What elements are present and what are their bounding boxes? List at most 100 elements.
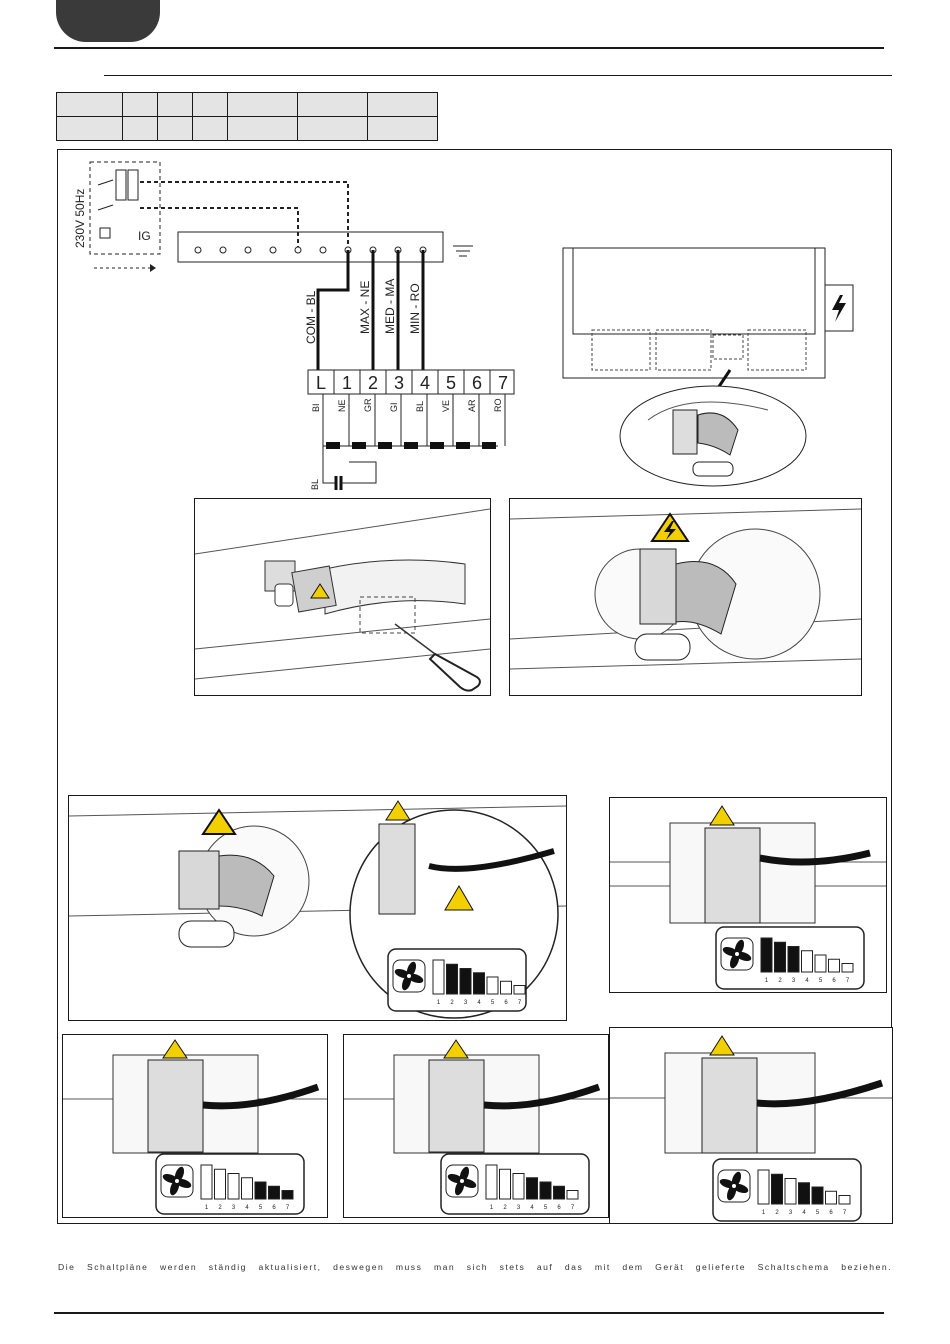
motor-wire-code: VE [441, 400, 451, 412]
wire-label-min: MIN - RO [408, 283, 422, 334]
terminal-7: 7 [498, 373, 508, 393]
speed-number: 7 [843, 1210, 847, 1216]
supply-voltage-label: 230V 50Hz [73, 189, 87, 248]
speed-bar-2 [446, 963, 458, 995]
speed-number: 2 [778, 978, 782, 984]
speed-number: 1 [765, 978, 769, 984]
speed-number: 1 [490, 1205, 494, 1211]
wiring-diagram-frame: 230V 50Hz IG COM - BL MAX - NE MED - MA … [57, 149, 893, 1224]
speed-number: 5 [816, 1210, 820, 1216]
wiring-schematic: 230V 50Hz IG COM - BL MAX - NE MED - MA … [73, 161, 515, 490]
speed-number: 6 [272, 1205, 276, 1211]
speed-bar-1 [485, 1164, 498, 1200]
speed-bar-5 [254, 1181, 267, 1200]
fan-icon [717, 1169, 751, 1203]
wire-label-max: MAX - NE [358, 281, 372, 334]
speed-bar-5 [539, 1181, 552, 1200]
unit-overview-drawing [562, 247, 854, 487]
speed-bar-3 [787, 946, 800, 973]
wire-label-com: COM - BL [304, 290, 318, 344]
speed-number: 5 [259, 1205, 263, 1211]
speed-bar-6 [500, 980, 512, 995]
speed-bar-3 [459, 968, 472, 995]
speed-bar-4 [473, 972, 485, 995]
terminal-5: 5 [446, 373, 456, 393]
speed-bar-6 [268, 1185, 280, 1200]
speed-number: 6 [504, 1000, 508, 1006]
table-row [56, 92, 438, 117]
speed-number: 7 [571, 1205, 575, 1211]
speed-number: 1 [762, 1210, 766, 1216]
table-row [56, 116, 438, 141]
subheader-rule [104, 75, 892, 76]
speed-number: 2 [450, 1000, 454, 1006]
wire-label-med: MED - MA [383, 279, 397, 334]
speed-bar-7 [838, 1195, 851, 1205]
capacitor-label: BL [310, 479, 320, 490]
speed-bar-5 [811, 1186, 824, 1205]
speed-bar-7 [513, 985, 526, 995]
fan-icon [445, 1164, 479, 1198]
header-rule [54, 47, 884, 49]
motor-wire-code: RO [493, 399, 503, 413]
footnote: Die Schaltpläne werden ständig aktualisi… [58, 1262, 892, 1272]
terminal-6: 6 [472, 373, 482, 393]
terminal-l: L [316, 373, 326, 393]
speed-number: 3 [232, 1205, 236, 1211]
speed-bar-7 [566, 1190, 579, 1200]
motor-wire-code: GR [363, 398, 373, 412]
speed-bar-7 [841, 963, 854, 973]
speed-bar-6 [828, 958, 840, 973]
speed-number: 2 [775, 1210, 779, 1216]
motor-wire-code: BI [311, 403, 321, 412]
section-tab-marker [56, 0, 160, 42]
speed-setting-panel: 1 2 3 4 5 6 7 [343, 1034, 609, 1218]
speed-number: 2 [218, 1205, 222, 1211]
installation-illustration-terminal-access [509, 498, 862, 696]
speed-bar-5 [814, 954, 827, 973]
speed-number: 4 [530, 1205, 534, 1211]
speed-number: 7 [846, 978, 850, 984]
speed-bar-2 [499, 1168, 511, 1200]
speed-bar-5 [486, 976, 499, 995]
motor-wire-code: NE [337, 399, 347, 412]
speed-bar-2 [771, 1173, 783, 1205]
footer-rule [54, 1312, 884, 1314]
speed-bar-3 [512, 1173, 525, 1200]
speed-number: 4 [477, 1000, 481, 1006]
speed-bar-4 [526, 1177, 538, 1200]
speed-number: 6 [829, 1210, 833, 1216]
fan-icon [160, 1164, 194, 1198]
motor-wire-code: GI [389, 402, 399, 412]
terminal-3: 3 [394, 373, 404, 393]
speed-setting-panel: 1 2 3 4 5 6 7 [609, 1027, 893, 1224]
speed-number: 3 [517, 1205, 521, 1211]
speed-number: 2 [503, 1205, 507, 1211]
speed-number: 5 [544, 1205, 548, 1211]
speed-bar-1 [432, 959, 445, 995]
fan-icon [720, 937, 754, 971]
speed-number: 1 [205, 1205, 209, 1211]
speed-bar-6 [553, 1185, 565, 1200]
installation-illustration-cover-removal [194, 498, 491, 696]
speed-number: 3 [789, 1210, 793, 1216]
speed-bar-1 [200, 1164, 213, 1200]
speed-number: 6 [832, 978, 836, 984]
speed-bar-7 [281, 1190, 294, 1200]
speed-bar-1 [760, 937, 773, 973]
terminal-1: 1 [342, 373, 352, 393]
speed-number: 4 [805, 978, 809, 984]
speed-number: 4 [802, 1210, 806, 1216]
controller-label: IG [138, 229, 151, 243]
speed-bar-2 [214, 1168, 226, 1200]
speed-number: 3 [792, 978, 796, 984]
speed-selector-graphic: 1 2 3 4 5 6 7 [440, 1153, 590, 1215]
speed-number: 6 [557, 1205, 561, 1211]
speed-bar-3 [784, 1178, 797, 1205]
speed-bar-1 [757, 1169, 770, 1205]
speed-number: 3 [464, 1000, 468, 1006]
